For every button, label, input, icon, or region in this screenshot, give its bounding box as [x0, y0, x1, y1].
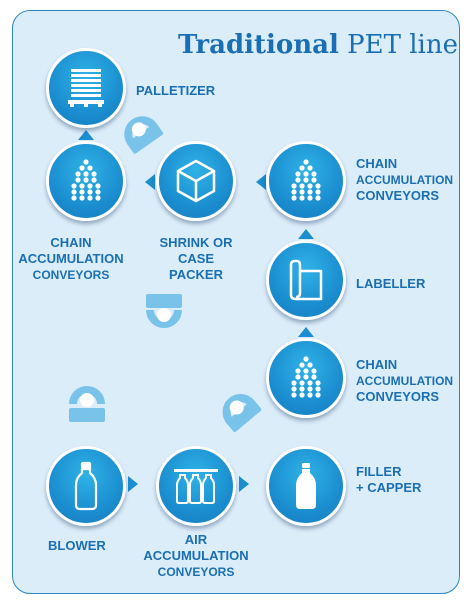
label-line: PALLETIZER [136, 83, 216, 98]
bottle-accumulation-icon [291, 356, 321, 398]
chain-top-right-node [266, 141, 346, 221]
label-line: CONVEYORS [356, 188, 440, 203]
filled-bottle-icon [296, 463, 316, 509]
empty-bottle-icon [74, 461, 98, 511]
label-line: CHAIN [356, 156, 398, 171]
label-line: CONVEYORS [356, 389, 440, 404]
diagram-title: Traditional PET line [178, 30, 458, 60]
operator-icon-filler [222, 394, 262, 433]
label-line: FILLER [356, 464, 402, 479]
label-line: CHAIN [50, 235, 92, 250]
pallet-stack-icon [68, 69, 104, 107]
filler-node [266, 446, 346, 526]
label-air-accumulation: AIR ACCUMULATION CONVEYORS [141, 532, 251, 580]
label-line: AIR [184, 532, 208, 547]
label-line: CASE [177, 251, 215, 266]
blower-node [46, 446, 126, 526]
label-chain-mid-right: CHAIN ACCUMULATION CONVEYORS [356, 357, 453, 405]
chain-mid-right-node [266, 338, 346, 418]
hanging-bottles-icon [174, 469, 218, 504]
box-icon [176, 159, 216, 203]
pointer-chain-mid-right [298, 327, 314, 337]
labeller-node [266, 240, 346, 320]
shrink-packer-node [156, 141, 236, 221]
air-accumulation-node [156, 446, 236, 526]
operator-icon-mid-left [146, 294, 182, 328]
label-line: + CAPPER [356, 480, 422, 495]
label-line: ACCUMULATION [143, 548, 249, 563]
label-line: CONVEYORS [32, 268, 110, 282]
label-labeller: LABELLER [356, 276, 425, 292]
pointer-palletizer [78, 130, 94, 140]
label-shrink-packer: SHRINK OR CASE PACKER [146, 235, 246, 283]
bottle-accumulation-icon [71, 159, 101, 201]
pointer-labeller [298, 229, 314, 239]
title-bold: Traditional [177, 30, 339, 60]
label-filler: FILLER + CAPPER [356, 464, 421, 496]
palletizer-node [46, 48, 126, 128]
label-palletizer: PALLETIZER [136, 83, 215, 99]
label-line: CHAIN [356, 357, 398, 372]
chain-left-node [46, 141, 126, 221]
label-line: PACKER [169, 267, 223, 282]
label-roll-icon [289, 259, 323, 301]
pointer-air [239, 476, 249, 492]
bottle-accumulation-icon [291, 159, 321, 201]
label-line: ACCUMULATION [356, 374, 454, 388]
operator-icon-top [124, 116, 164, 154]
label-line: SHRINK OR [159, 235, 233, 250]
label-line: LABELLER [356, 276, 426, 291]
label-line: CONVEYORS [157, 565, 235, 579]
pointer-chain-top-right [256, 174, 266, 190]
label-line: ACCUMULATION [356, 173, 454, 187]
label-blower: BLOWER [48, 538, 106, 554]
label-line: ACCUMULATION [18, 251, 124, 266]
operator-icon-blower [69, 386, 105, 422]
label-line: BLOWER [48, 538, 106, 553]
label-chain-top-right: CHAIN ACCUMULATION CONVEYORS [356, 156, 453, 204]
label-chain-left: CHAIN ACCUMULATION CONVEYORS [16, 235, 126, 283]
title-rest: PET line [338, 30, 458, 60]
pointer-blower [128, 476, 138, 492]
pointer-shrink [145, 174, 155, 190]
